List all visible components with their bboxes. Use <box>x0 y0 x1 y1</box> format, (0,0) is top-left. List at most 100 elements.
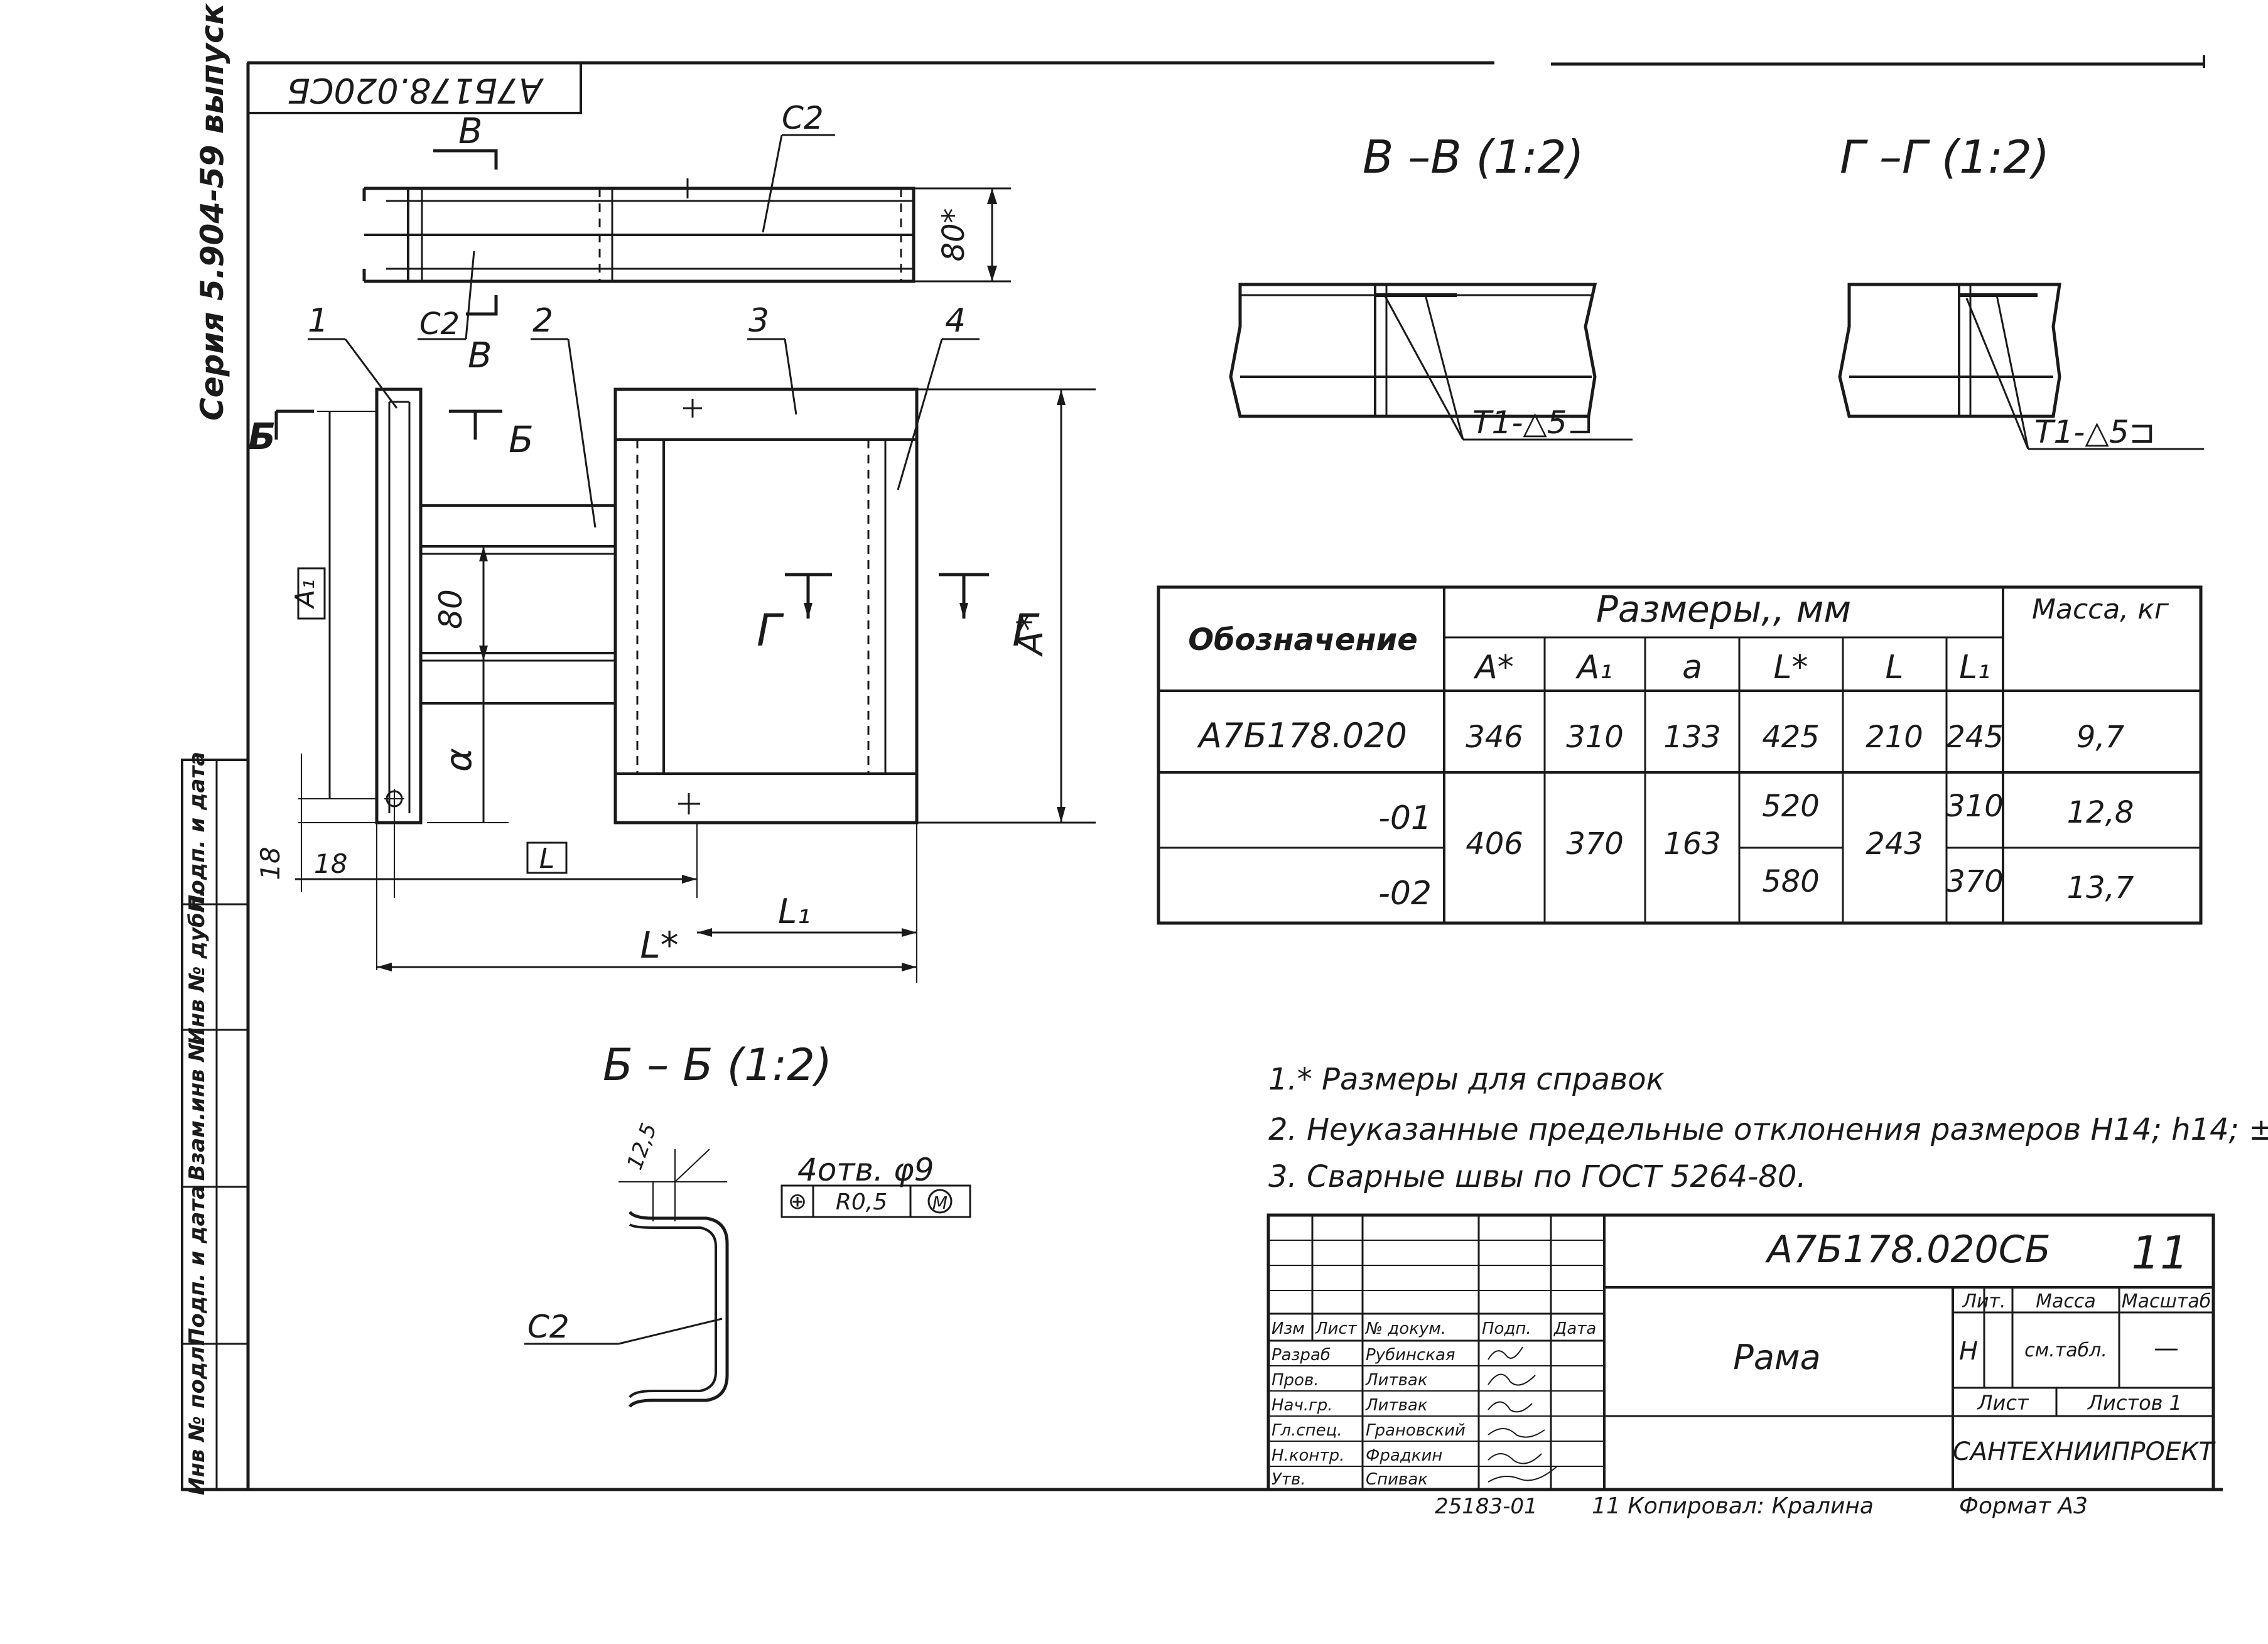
table-col-a: a <box>1682 649 1702 686</box>
tb-doc-code: А7Б178.020СБ <box>1764 1228 2051 1272</box>
plan-section-v-top: В <box>458 111 482 152</box>
table-row0-lstar: 425 <box>1762 720 1820 755</box>
side-label-orig-inv: Инв № подл. <box>185 1338 210 1495</box>
table-row2-lstar: 580 <box>1762 864 1820 899</box>
dim-l1: L₁ <box>778 892 811 931</box>
section-gg-title: Г –Г (1:2) <box>1840 131 2049 183</box>
table-row1-astar: 406 <box>1466 826 1523 862</box>
table-row1-l1: 310 <box>1946 789 2004 824</box>
footer-copied: 11 Копировал: Кралина <box>1592 1493 1874 1519</box>
notes: 1.* Размеры для справок 2. Неуказанные п… <box>1268 1062 2268 1194</box>
tb-lit-value: Н <box>1959 1337 1978 1366</box>
tb-role-4: Н.контр. <box>1272 1446 1344 1465</box>
table-row1-name: -01 <box>1378 799 1432 837</box>
plan-c2-top-label: С2 <box>782 100 824 136</box>
table-row0-l: 210 <box>1866 720 1923 755</box>
table-row1-mass: 12,8 <box>2067 795 2134 830</box>
table-header-mass: Масса, кг <box>2032 593 2169 625</box>
side-label-sign-date-1: Подп. и дата <box>185 752 210 912</box>
table-col-lstar: L* <box>1774 649 1808 686</box>
pos-2-label: 2 <box>532 302 553 340</box>
front-view: 1 2 3 4 Б Б Г Г A₁ 80 <box>248 302 1096 983</box>
table-row2-mass: 13,7 <box>2067 870 2134 906</box>
spec-table: Обозначение Размеры,, мм Масса, кг A* A₁… <box>1157 585 2203 925</box>
table-row0-mass: 9,7 <box>2076 720 2125 755</box>
table-row2-l1: 370 <box>1946 864 2004 899</box>
tb-org: САНТЕХНИИПРОЕКТ <box>1953 1437 2217 1466</box>
section-bb: Б – Б (1:2) 12,5 4отв. φ9 ⊕ R0,5 M С2 <box>524 1039 971 1408</box>
table-col-l1: L₁ <box>1959 649 1990 686</box>
tb-list: Лист <box>1977 1391 2029 1415</box>
dim-a-star: A* <box>1010 614 1051 657</box>
section-vv-weld: Т1-△5⊐ <box>1472 404 1594 441</box>
table-row0-name: А7Б178.020 <box>1197 716 1407 755</box>
tb-mass: Масса <box>2036 1290 2096 1312</box>
table-col-l: L <box>1886 649 1904 686</box>
footer-number: 25183-01 <box>1435 1494 1538 1519</box>
tb-head-sign: Подп. <box>1482 1319 1531 1338</box>
footer-format: Формат А3 <box>1959 1493 2088 1519</box>
rotated-code-stamp: А7Б178.020СБ <box>247 62 582 114</box>
tb-name-0: Рубинская <box>1366 1346 1455 1365</box>
section-vv: В –В (1:2) Т1-△5⊐ <box>1229 131 1633 441</box>
tb-listov: Листов 1 <box>2087 1391 2182 1415</box>
front-section-g-left: Г <box>757 605 784 656</box>
rotated-code-text: А7Б178.020СБ <box>287 70 544 110</box>
table-row0-astar: 346 <box>1466 720 1523 755</box>
section-bb-dim-125: 12,5 <box>622 1120 662 1173</box>
tb-name-3: Грановский <box>1366 1421 1466 1440</box>
table-col-a1: A₁ <box>1575 649 1612 686</box>
section-gg: Г –Г (1:2) Т1-△5⊐ <box>1838 131 2204 450</box>
section-bb-tol-modifier: M <box>932 1192 948 1213</box>
front-section-b-right: Б <box>509 418 534 461</box>
series-label: Серия 5.904-59 выпуск 1 <box>194 0 230 421</box>
pos-1-label: 1 <box>308 302 328 340</box>
side-label-dup-inv: Инв № дубл. <box>185 889 210 1045</box>
signatures <box>1488 1346 1558 1483</box>
tb-role-3: Гл.спец. <box>1272 1421 1342 1440</box>
dim-l: L <box>539 843 555 875</box>
tb-mass-value: см.табл. <box>2024 1339 2107 1361</box>
plan-dim-80star: 80* <box>936 208 971 261</box>
section-bb-c2: С2 <box>527 1309 570 1345</box>
tb-head-izm: Изм <box>1272 1319 1305 1338</box>
tb-role-0: Разраб <box>1272 1346 1331 1365</box>
table-header-designation: Обозначение <box>1188 622 1418 657</box>
section-bb-tol-symbol: ⊕ <box>788 1189 807 1214</box>
dim-l-star: L* <box>640 924 678 966</box>
front-section-g-right: Г <box>1012 605 1040 656</box>
tb-head-doc: № докум. <box>1364 1319 1446 1338</box>
table-row1-a: 163 <box>1663 826 1721 862</box>
tb-role-1: Пров. <box>1272 1371 1319 1390</box>
tb-sheet-mark: 11 <box>2131 1226 2189 1279</box>
table-row1-l: 243 <box>1866 826 1923 862</box>
tb-scale: Масштаб <box>2122 1290 2211 1312</box>
side-label-sign-date-2: Подп. и дата <box>185 1185 210 1346</box>
note-1: 1.* Размеры для справок <box>1268 1062 1665 1097</box>
section-bb-title: Б – Б (1:2) <box>603 1039 832 1091</box>
note-2: 2. Неуказанные предельные отклонения раз… <box>1268 1112 2268 1147</box>
table-header-dims: Размеры,, мм <box>1596 588 1851 630</box>
table-row1-lstar: 520 <box>1762 789 1820 824</box>
side-label-replace-inv: Взам.инв № <box>185 1036 210 1181</box>
dim-alpha: α <box>437 748 480 772</box>
front-section-b-left: Б <box>248 415 276 458</box>
dim-a1: A₁ <box>289 579 320 610</box>
tb-name-4: Фрадкин <box>1366 1446 1442 1465</box>
tb-name-2: Литвак <box>1365 1396 1428 1415</box>
pos-4-label: 4 <box>945 302 966 340</box>
dim-18-horizontal: 18 <box>314 848 347 879</box>
section-vv-title: В –В (1:2) <box>1363 131 1584 183</box>
section-bb-tol-value: R0,5 <box>836 1189 887 1215</box>
tb-role-2: Нач.гр. <box>1272 1396 1333 1415</box>
plan-section-v-bottom: В <box>468 335 492 376</box>
table-row1-a1: 370 <box>1566 826 1624 862</box>
dim-18-vertical: 18 <box>255 846 286 880</box>
tb-name-5: Спивак <box>1366 1470 1428 1489</box>
title-block: Изм Лист № докум. Подп. Дата Разраб Руби… <box>1266 1213 2217 1491</box>
section-bb-holes-label: 4отв. φ9 <box>797 1152 934 1188</box>
section-gg-weld: Т1-△5⊐ <box>2034 414 2156 450</box>
table-row2-name: -02 <box>1378 875 1432 912</box>
tb-name-1: Литвак <box>1365 1371 1428 1390</box>
